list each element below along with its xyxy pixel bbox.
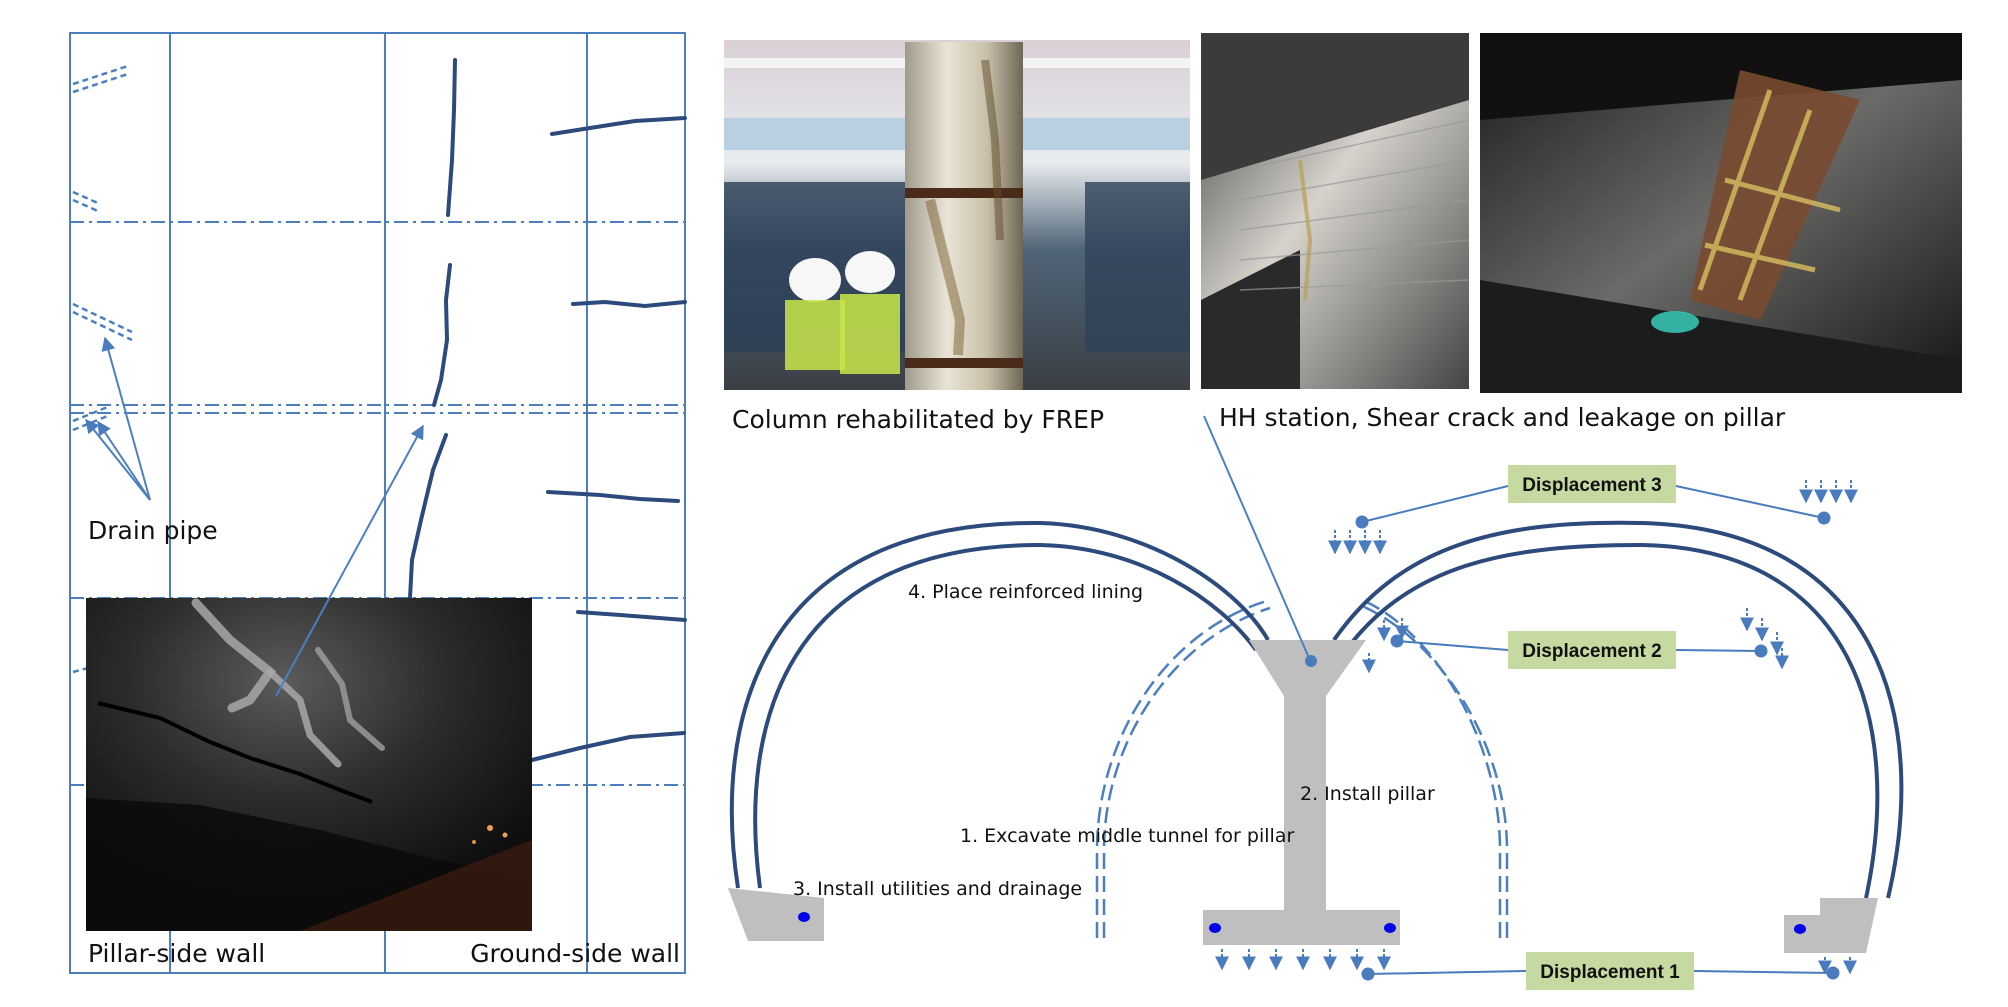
middle-tunnel-outline — [1095, 598, 1509, 938]
step-1-label: 1. Excavate middle tunnel for pillar — [960, 825, 1294, 847]
crack-map-border — [69, 32, 686, 974]
column-photo-caption: Column rehabilitated by FREP — [732, 405, 1104, 434]
drain-pipe-marks — [72, 64, 133, 674]
right-footing-dot — [1794, 924, 1806, 934]
photo-column-frep — [724, 40, 1190, 390]
displacement-2-badge — [1508, 631, 1676, 669]
displacement-3-group: Displacement 3 — [1328, 465, 1858, 555]
step-2-label: 2. Install pillar — [1300, 783, 1435, 805]
right-tunnel-lining — [1332, 520, 1904, 899]
pillar-top-marker — [1305, 655, 1317, 667]
pillar-base-dot-right — [1384, 923, 1396, 933]
central-pillar — [1203, 640, 1400, 945]
drain-pipe-pointers — [85, 336, 151, 501]
displacement-3-badge — [1508, 465, 1676, 503]
displacement-2-group: Displacement 2 — [1362, 608, 1789, 674]
left-footing-dot — [798, 912, 810, 922]
crack-photo-pointer — [275, 424, 424, 697]
left-tunnel-lining — [729, 520, 1270, 889]
hh-station-caption: HH station, Shear crack and leakage on p… — [1219, 403, 1786, 432]
photo-hh-station-wall — [1201, 33, 1470, 389]
left-footing — [728, 888, 824, 941]
tunnel-cross-section: 4. Place reinforced lining 2. Install pi… — [728, 415, 1904, 990]
hh-pointer-line — [1203, 415, 1310, 659]
displacement-1-badge — [1526, 952, 1694, 990]
pillar-base-dot-left — [1209, 923, 1221, 933]
drain-pipe-label: Drain pipe — [88, 516, 218, 545]
crack-lines — [408, 58, 687, 762]
step-4-label: 4. Place reinforced lining — [908, 581, 1143, 603]
step-3-label: 3. Install utilities and drainage — [793, 878, 1082, 900]
displacement-1-group: Displacement 1 — [1215, 949, 1857, 990]
tunnel-crack-photo — [86, 598, 532, 931]
displacement-3-label: Displacement 3 — [1522, 475, 1661, 496]
ground-side-wall-label: Ground-side wall — [470, 939, 680, 968]
right-footing — [1784, 898, 1878, 953]
photo-hh-station-pillar — [1480, 33, 1962, 393]
pillar-side-wall-label: Pillar-side wall — [88, 939, 265, 968]
displacement-1-label: Displacement 1 — [1540, 962, 1680, 983]
crack-map-panel: Drain pipe Pillar-side wall Ground-side … — [69, 32, 687, 974]
displacement-2-label: Displacement 2 — [1522, 641, 1661, 662]
